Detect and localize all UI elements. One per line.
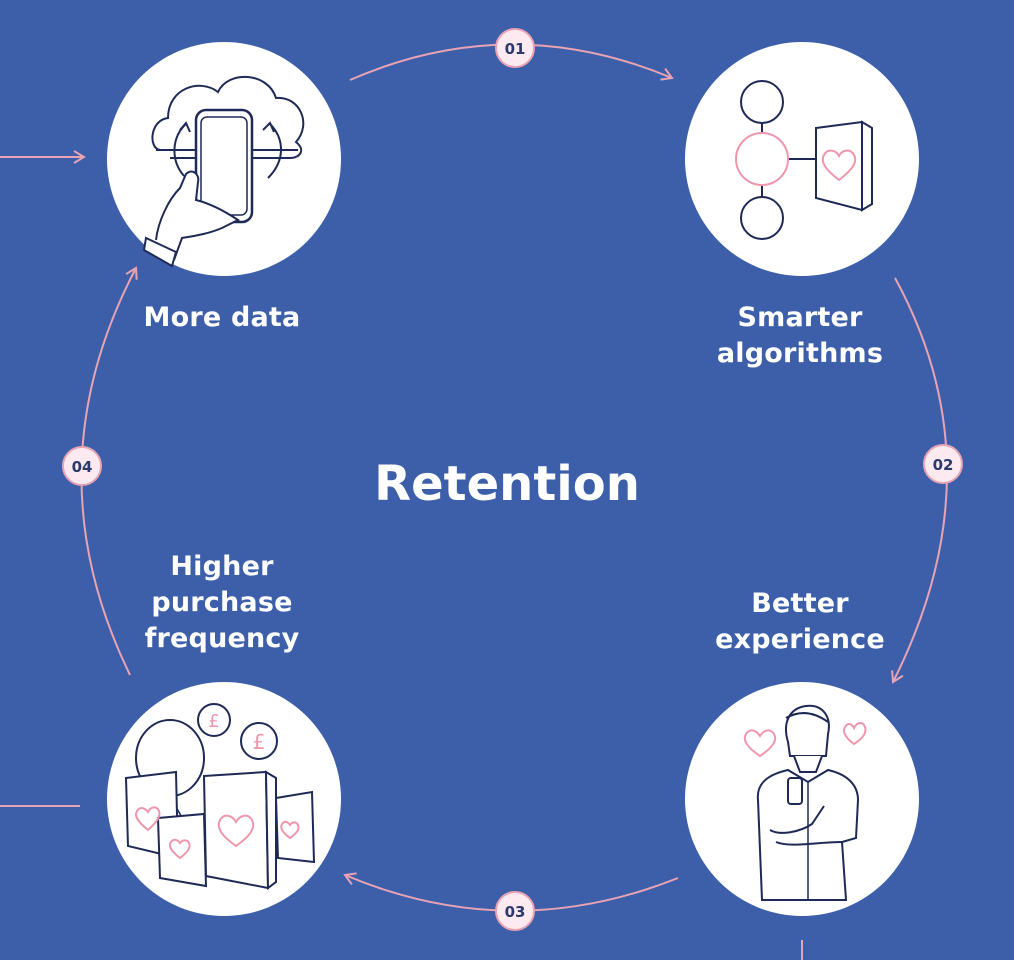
stage-03-label-line-1: Better (751, 588, 849, 619)
badge-03-text: 03 (505, 903, 526, 921)
coin-2-symbol: £ (253, 730, 266, 754)
stage-04-label-line-2: purchase (151, 587, 293, 618)
person-phone-hearts-icon (685, 682, 919, 916)
stage-03-label-line-2: experience (715, 624, 885, 655)
stage-04-label: Higher purchase frequency (112, 549, 332, 657)
badge-04-text: 04 (72, 458, 93, 476)
stage-04-label-line-1: Higher (170, 551, 274, 582)
cards-balloon-icon: £ £ (107, 682, 341, 916)
badge-02: 02 (923, 444, 963, 484)
stage-01-label: More data (122, 300, 322, 336)
badge-01: 01 (495, 28, 535, 68)
stage-02-label-line-2: algorithms (716, 338, 884, 369)
badge-03: 03 (495, 891, 535, 931)
stage-02-label: Smarter algorithms (690, 300, 910, 372)
center-title: Retention (374, 456, 640, 512)
stage-03-label: Better experience (690, 586, 910, 658)
stage-01-label-line: More data (143, 302, 301, 333)
badge-04: 04 (62, 446, 102, 486)
algorithm-card-icon (685, 42, 919, 276)
phone-cloud-icon (107, 42, 341, 276)
coin-1-symbol: £ (208, 711, 219, 732)
badge-01-text: 01 (505, 40, 526, 58)
stage-04-label-line-3: frequency (144, 623, 300, 654)
badge-02-text: 02 (933, 456, 954, 474)
stage-02-label-line-1: Smarter (737, 302, 863, 333)
